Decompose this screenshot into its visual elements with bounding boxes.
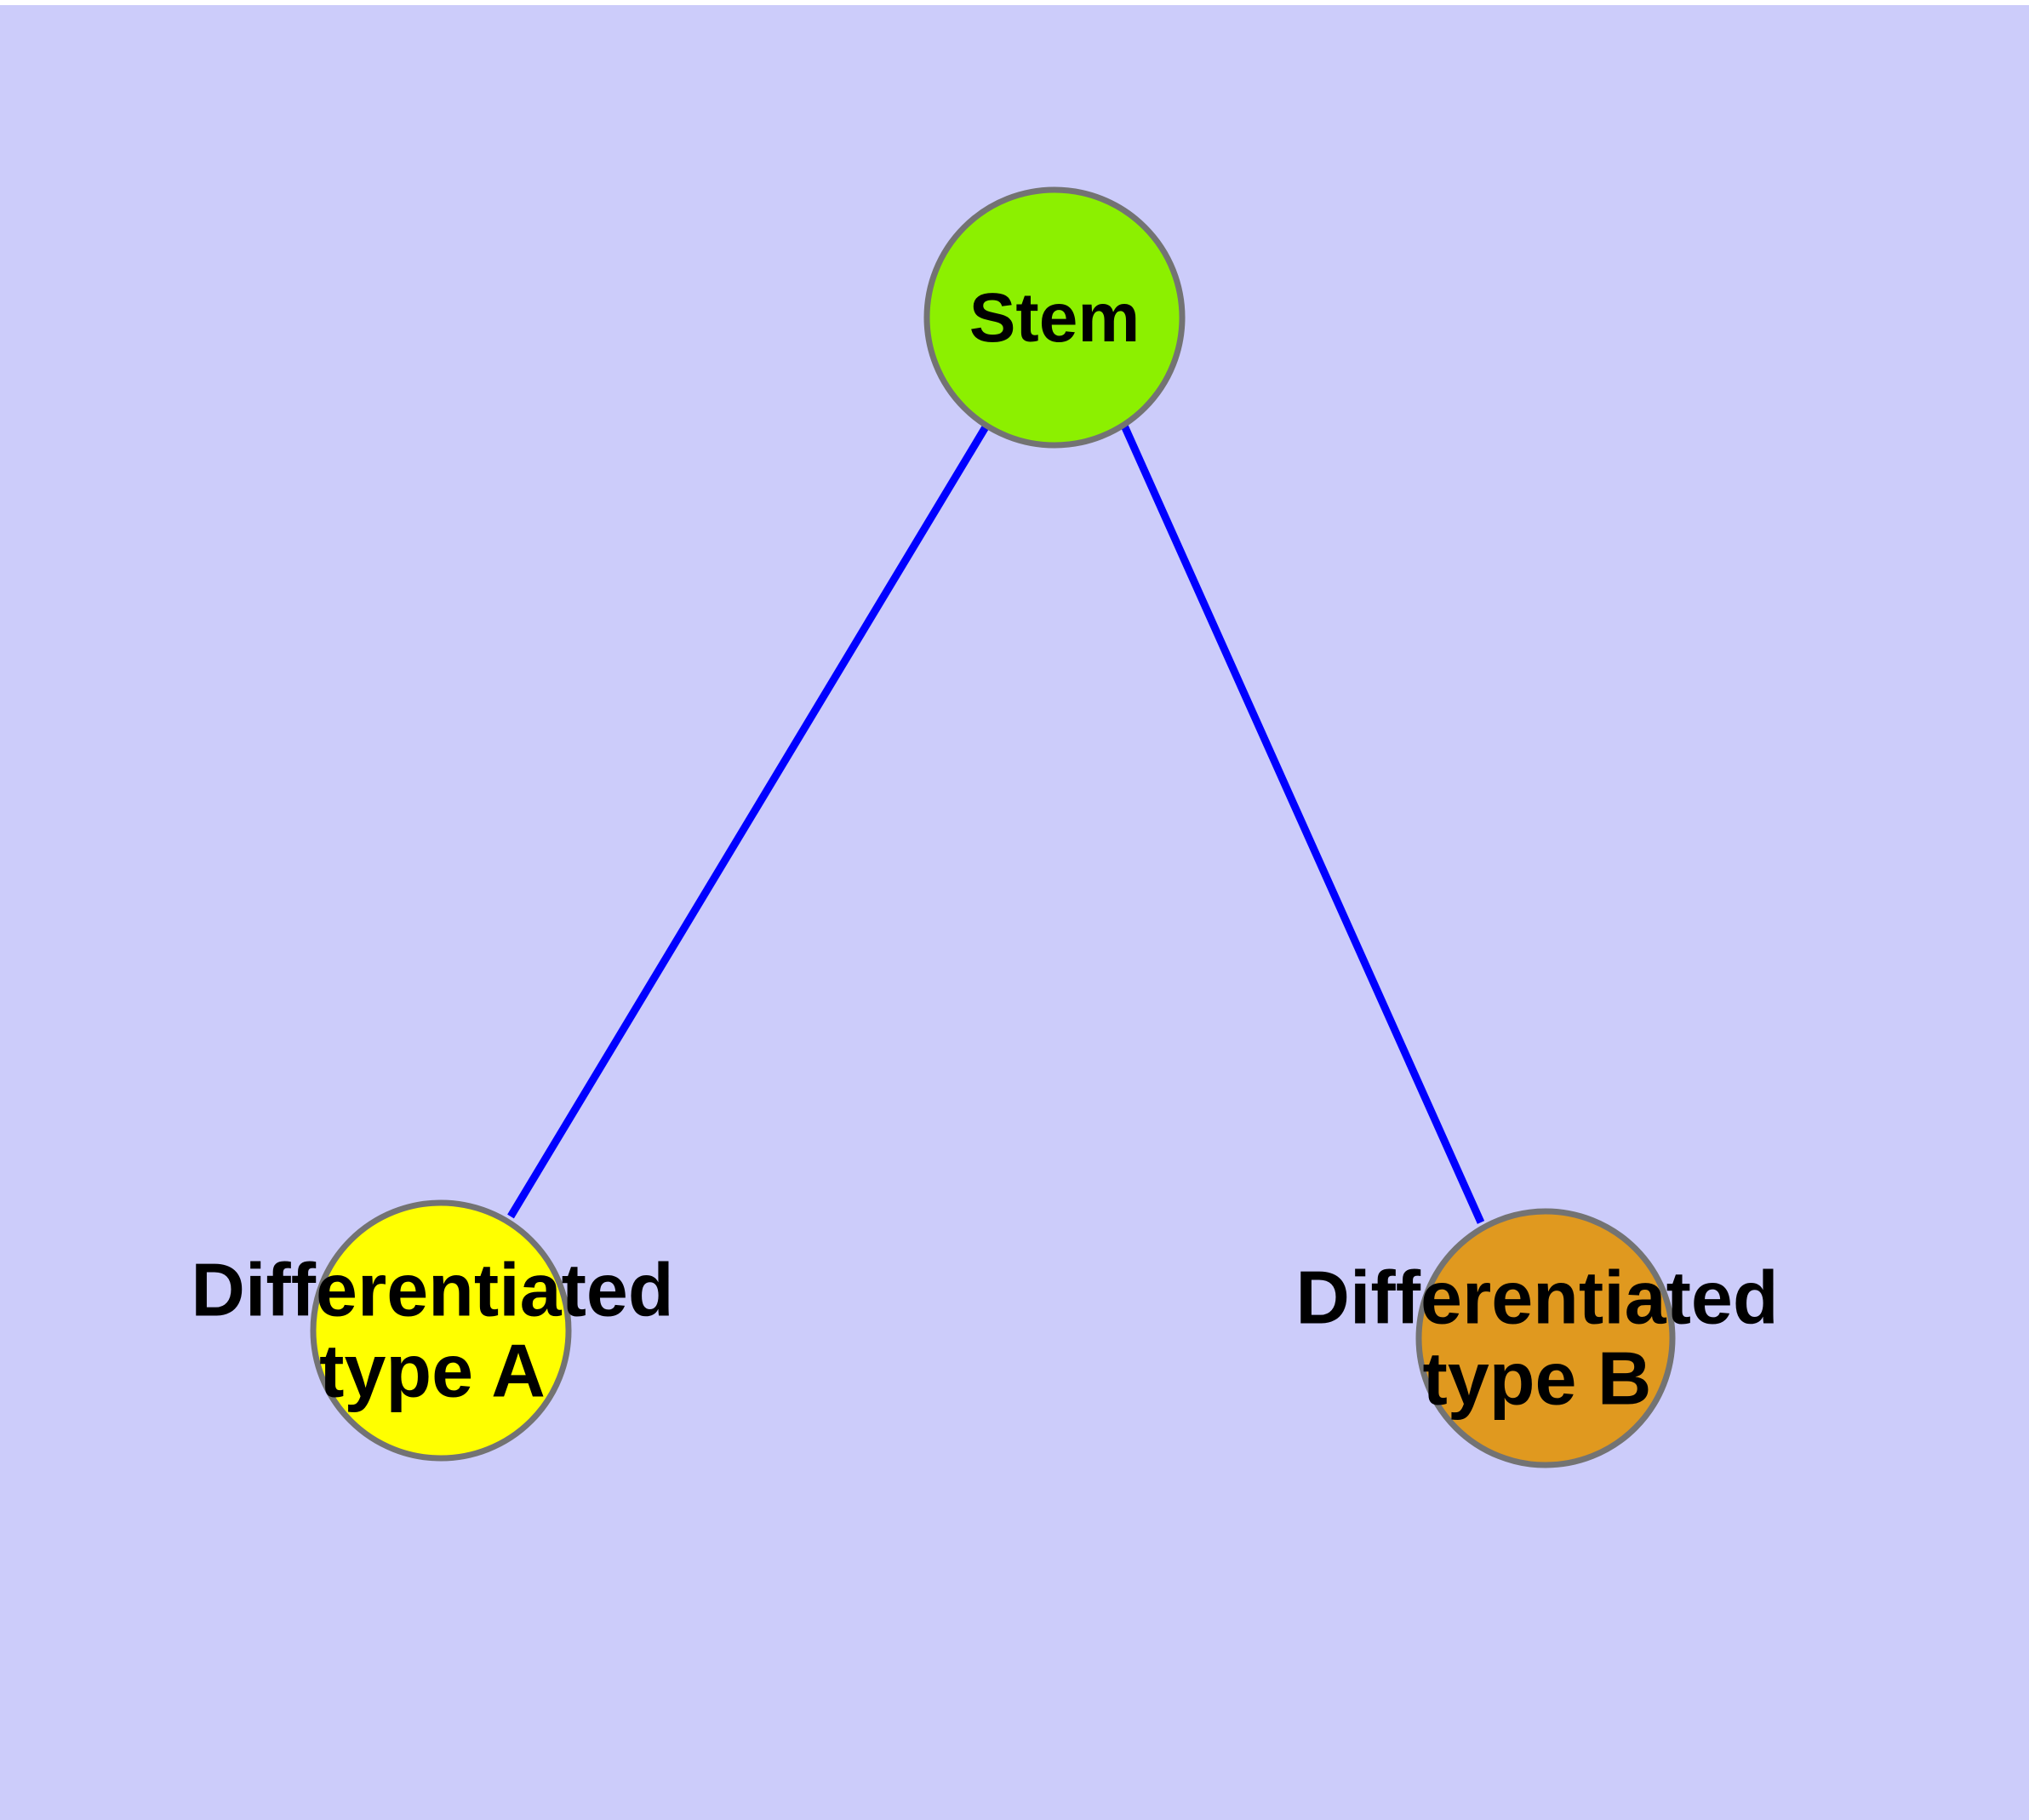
nodes-layer — [310, 186, 1676, 1468]
node-label-line: Stem — [969, 279, 1140, 357]
node-diff_b[interactable] — [1415, 1208, 1676, 1468]
node-label-line: type B — [1423, 1336, 1652, 1420]
node-diff_a[interactable] — [310, 1199, 572, 1462]
node-label-line: Differentiated — [1295, 1255, 1778, 1339]
edges-layer — [507, 423, 1485, 1224]
node-label-line: type A — [319, 1328, 546, 1412]
node-stem[interactable] — [923, 186, 1186, 449]
node-label-line: Differentiated — [191, 1247, 673, 1331]
edge-stem-diff-b[interactable] — [1120, 424, 1485, 1224]
node-label-stem: Stem — [969, 279, 1140, 357]
edge-stem-diff-a[interactable] — [507, 423, 990, 1219]
